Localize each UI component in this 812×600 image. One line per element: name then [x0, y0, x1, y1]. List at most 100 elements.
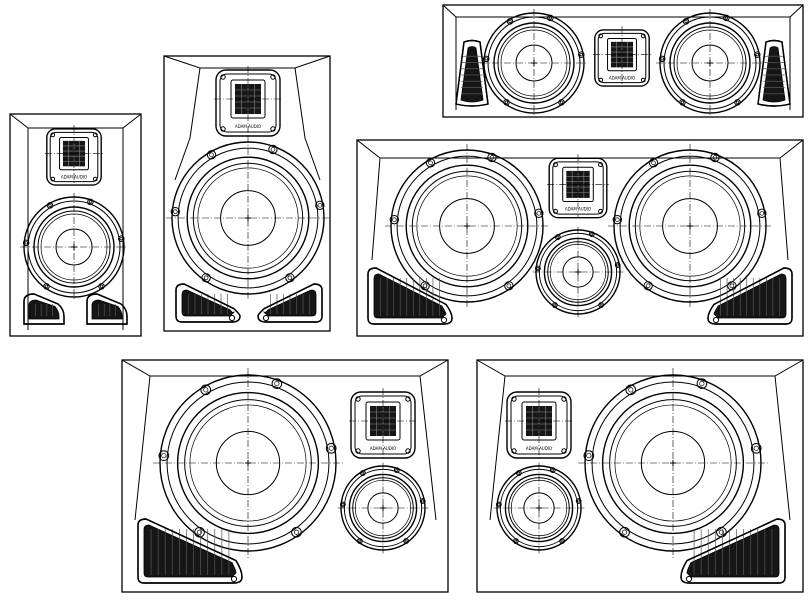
tweeter-brand-label: ADAM AUDIO	[61, 174, 87, 179]
screw-head	[699, 381, 705, 387]
speaker-compact-vertical: ADAM AUDIO	[9, 113, 142, 337]
tweeter-brand-label: ADAM AUDIO	[235, 124, 261, 129]
driver-center-mark	[71, 244, 77, 250]
mounting-screw	[534, 208, 544, 219]
mounting-screw	[578, 51, 585, 58]
mounting-screw	[403, 538, 410, 544]
mounting-screw	[575, 498, 582, 504]
mounting-screw	[201, 273, 211, 283]
tweeter: ADAM AUDIO	[349, 388, 417, 459]
screw-head	[712, 155, 718, 160]
mounting-screw	[315, 200, 325, 211]
cabinet-bevel	[476, 359, 804, 377]
woofer	[20, 193, 128, 301]
mounting-screw	[389, 214, 399, 225]
tweeter-screw	[405, 396, 411, 402]
port-opening	[460, 46, 484, 103]
screw-head	[660, 57, 664, 61]
mounting-screw	[658, 55, 666, 63]
mounting-screw	[583, 450, 595, 461]
woofer	[165, 135, 331, 301]
bass-port-right	[257, 283, 323, 323]
screw-head	[504, 100, 509, 104]
port-bezel-outline	[680, 518, 786, 584]
mounting-screw	[339, 501, 346, 508]
tweeter: ADAM AUDIO	[505, 388, 573, 459]
tweeter-screw	[553, 208, 558, 214]
speaker-three-way-horizontal: ADAM AUDIO	[356, 139, 804, 337]
screw-head	[422, 283, 428, 289]
screw-head	[724, 16, 729, 20]
tweeter: ADAM AUDIO	[547, 154, 609, 219]
screw-head	[615, 217, 620, 222]
mounting-screw	[554, 234, 561, 240]
screw-head	[173, 209, 178, 214]
tweeter-screw	[405, 448, 411, 454]
tweeter-screw	[598, 77, 604, 83]
mounting-screw	[359, 470, 366, 476]
mounting-screw	[170, 206, 180, 217]
screw-head	[536, 211, 542, 216]
screw-head	[759, 211, 765, 216]
port-opening	[91, 299, 123, 320]
speaker-three-way-left: ADAM AUDIO	[121, 359, 449, 593]
tweeter-screw	[640, 33, 646, 39]
port-screw	[228, 314, 236, 322]
tweeter-screw	[220, 74, 226, 80]
tweeter-screw	[598, 33, 604, 39]
mounting-screw	[710, 152, 720, 163]
screw-head	[506, 283, 512, 289]
midrange	[532, 226, 624, 318]
driver-center-mark	[245, 460, 251, 466]
screw-head	[404, 539, 408, 543]
port-bezel-outline	[367, 267, 453, 325]
mounting-screw	[696, 378, 708, 389]
mounting-screw	[643, 281, 653, 291]
cabinet-bevel	[163, 55, 331, 69]
screw-head	[577, 499, 581, 503]
mounting-screw	[504, 281, 514, 291]
cabinet-bevel-sides	[134, 375, 437, 521]
screw-head	[718, 529, 725, 535]
port-opening	[713, 273, 787, 319]
mounting-screw	[515, 470, 522, 476]
screw-head	[621, 529, 628, 535]
bass-port-left	[23, 293, 65, 325]
screw-head	[586, 453, 592, 459]
mounting-screw	[734, 99, 741, 106]
port-opening	[28, 299, 60, 320]
driver-center-mark	[575, 269, 581, 275]
woofer	[152, 367, 344, 559]
screw-head	[517, 471, 521, 475]
mounting-screw	[558, 99, 565, 106]
screw-head	[548, 16, 553, 20]
cabinet-bevel-sides	[371, 157, 789, 261]
tweeter-screw	[355, 448, 361, 454]
mounting-screw	[547, 14, 554, 22]
screw-head	[395, 468, 399, 472]
mounting-screw	[727, 281, 737, 291]
screw-head	[579, 53, 583, 57]
driver-center-mark	[536, 505, 542, 511]
bass-port-right	[86, 293, 128, 325]
tweeter-plate-inner	[49, 131, 99, 183]
port-bezel-outline	[175, 283, 241, 323]
woofer-right	[607, 143, 773, 309]
screw-head	[616, 263, 620, 267]
cabinet-bevel-sides	[455, 17, 791, 110]
mounting-screw	[98, 283, 105, 290]
tweeter-screw	[598, 208, 603, 214]
mounting-screw	[43, 283, 50, 290]
port-bezel-outline	[86, 293, 128, 325]
mounting-screw	[512, 538, 519, 544]
screw-head	[196, 529, 203, 535]
screw-head	[684, 19, 688, 24]
speaker-three-way-right: ADAM AUDIO	[476, 359, 804, 593]
mounting-screw	[285, 273, 295, 283]
screw-head	[392, 217, 397, 222]
mounting-screw	[87, 198, 94, 206]
port-screw	[440, 316, 448, 324]
tweeter-brand-label: ADAM AUDIO	[565, 207, 591, 212]
screw-head	[358, 539, 362, 543]
screw-head	[484, 57, 488, 61]
